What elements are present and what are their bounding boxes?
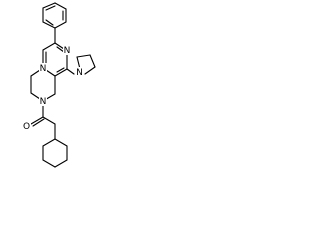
atom-label-n: N <box>40 97 47 107</box>
amide-linkage <box>30 105 56 127</box>
atom-label-n: N <box>40 64 47 74</box>
atom-n-pyrimidine-top: N <box>63 45 71 56</box>
phenyl-ring <box>42 2 67 29</box>
atom-label-o: O <box>23 122 30 132</box>
atom-n-pyrrolidine: N <box>75 67 84 78</box>
atom-o-carbonyl: O <box>22 121 31 132</box>
atom-label-n: N <box>76 68 83 78</box>
atom-n-piperidine: N <box>39 96 47 107</box>
cyclohexyl-ring <box>42 123 68 168</box>
atom-label-n: N <box>64 46 71 56</box>
chemical-structure-diagram: N N N N O <box>22 2 96 168</box>
atom-n-pyrimidine-bottom: N <box>39 63 47 74</box>
